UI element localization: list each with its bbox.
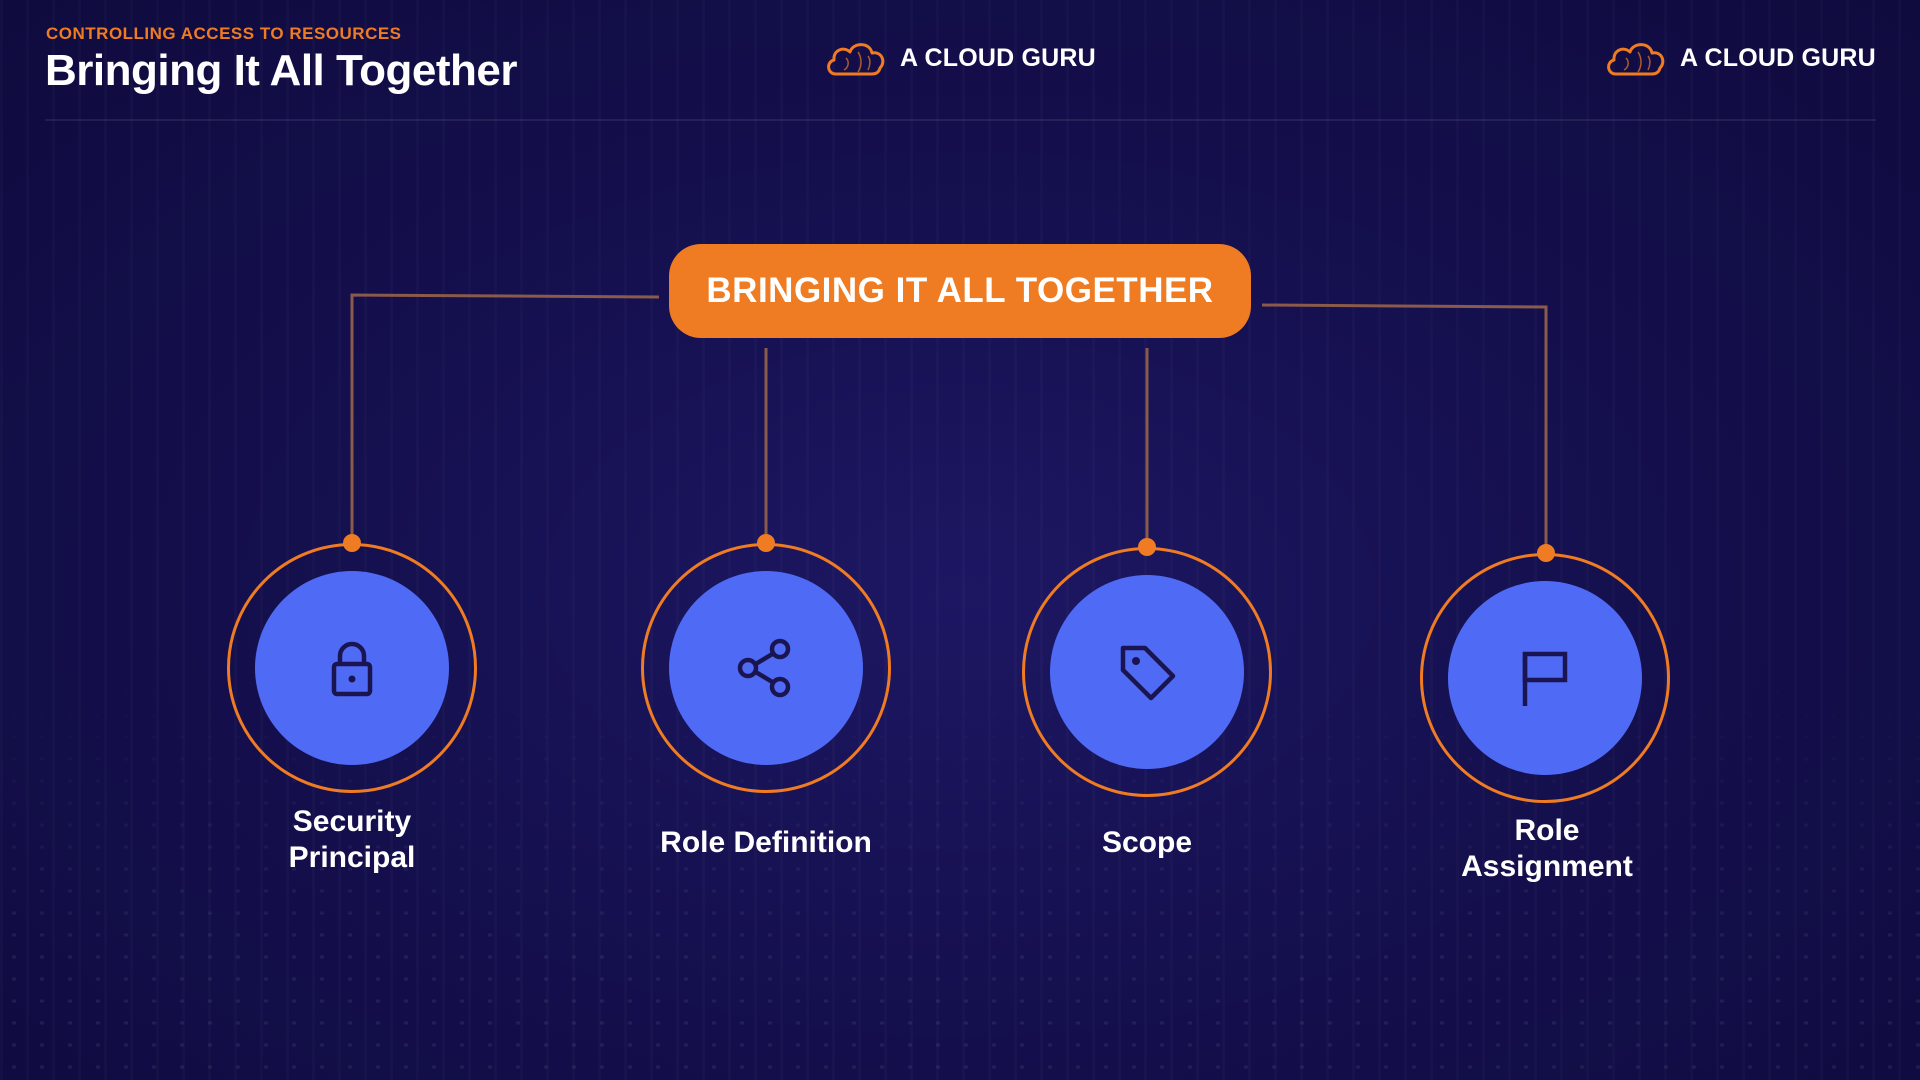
node-label-line: Assignment [1461,850,1633,883]
brand-logo-right: A CLOUD GURU [1604,38,1876,78]
node-security-principal [227,543,477,793]
node-scope [1022,547,1272,797]
node-circle [255,571,449,765]
brand-name: A CLOUD GURU [900,43,1096,72]
section-subtitle: CONTROLLING ACCESS TO RESOURCES [46,24,402,43]
cloud-logo-icon [827,43,885,76]
node-role-definition [641,543,891,793]
node-label-role-assignment: Role Assignment [1397,813,1697,885]
node-label-line: Role [1514,814,1580,847]
connector-role-assignment [1261,303,1548,553]
flag-icon [1522,651,1568,706]
node-role-assignment [1420,553,1670,803]
header-divider [45,119,1876,121]
cloud-logo-icon [1607,43,1665,76]
connector-security-principal [350,293,660,543]
node-circle [669,571,863,765]
node-label-line: Role Definition [660,826,872,859]
node-circle [1448,581,1642,775]
center-title-pill: BRINGING IT ALL TOGETHER [669,244,1251,338]
node-label-role-definition: Role Definition [616,825,916,861]
node-circle [1050,575,1244,769]
share-icon [737,638,791,698]
brand-name: A CLOUD GURU [1680,43,1876,72]
node-label-security-principal: Security Principal [202,804,502,876]
node-label-line: Principal [288,841,416,874]
node-label-line: Scope [1101,826,1193,859]
node-label-scope: Scope [997,825,1297,861]
page-title: Bringing It All Together [45,46,517,95]
brand-logo-center: A CLOUD GURU [824,38,1096,78]
tag-icon [1120,645,1176,701]
lock-icon [331,641,373,697]
node-label-line: Security [292,805,412,838]
center-title-text: BRINGING IT ALL TOGETHER [706,271,1214,310]
